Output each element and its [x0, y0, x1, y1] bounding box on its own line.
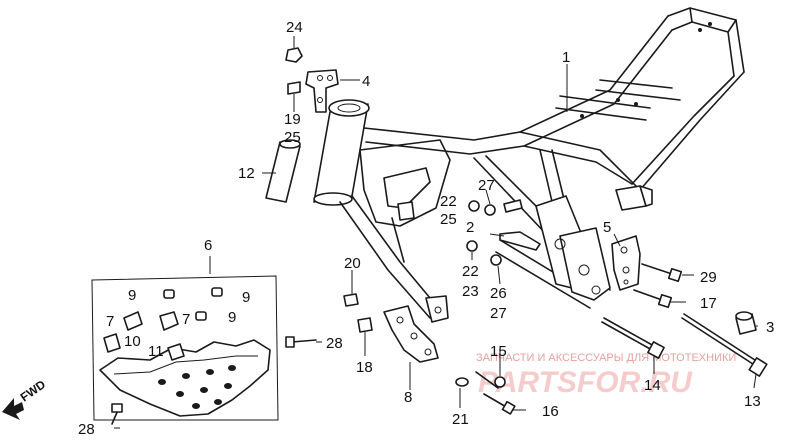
callout-12: 12 — [238, 165, 255, 182]
callout-19: 19 — [284, 111, 301, 128]
watermark-caption: ЗАПЧАСТИ И АКСЕССУАРЫ ДЛЯ МОТОТЕХНИКИ — [476, 352, 736, 364]
callout-4: 4 — [362, 73, 370, 90]
leader-lines — [114, 36, 758, 429]
callout-21: 21 — [452, 411, 469, 428]
callout-6: 6 — [204, 237, 212, 254]
callout-10: 10 — [124, 333, 141, 350]
callouts: 1 2 3 4 5 6 7 7 8 9 9 9 10 11 12 13 14 1… — [78, 19, 774, 438]
callout-5: 5 — [603, 219, 611, 236]
callout-9b: 9 — [242, 289, 250, 306]
callout-2: 2 — [466, 219, 474, 236]
callout-22a: 22 — [440, 193, 457, 210]
callout-26: 26 — [490, 285, 507, 302]
callout-24: 24 — [286, 19, 303, 36]
watermark-logo: PARTSFOR.RU — [478, 366, 693, 399]
callout-25b: 25 — [440, 211, 457, 228]
skid-plate-assembly — [91, 275, 279, 425]
callout-27b: 27 — [490, 305, 507, 322]
callout-23: 23 — [462, 283, 479, 300]
callout-8: 8 — [404, 389, 412, 406]
callout-15: 15 — [490, 343, 507, 360]
callout-3: 3 — [766, 319, 774, 336]
callout-28a: 28 — [326, 335, 343, 352]
sleeve-12 — [265, 139, 301, 203]
callout-9c: 9 — [228, 309, 236, 326]
callout-11: 11 — [148, 343, 164, 360]
callout-13: 13 — [744, 393, 761, 410]
hardware — [285, 47, 768, 415]
callout-17: 17 — [700, 295, 717, 312]
fwd-label: FWD — [18, 377, 49, 404]
callout-29: 29 — [700, 269, 717, 286]
callout-27a: 27 — [478, 177, 495, 194]
callout-16: 16 — [542, 403, 559, 420]
main-frame — [313, 7, 745, 323]
callout-25a: 25 — [284, 129, 301, 146]
bracket-5 — [611, 235, 641, 291]
fwd-arrow: FWD — [2, 377, 48, 420]
callout-9a: 9 — [128, 287, 136, 304]
callout-14: 14 — [644, 377, 661, 394]
callout-22b: 22 — [462, 263, 479, 280]
callout-28b: 28 — [78, 421, 95, 438]
callout-7b: 7 — [182, 311, 190, 328]
watermark: PARTSFOR.RU ЗАПЧАСТИ И АКСЕССУАРЫ ДЛЯ МО… — [476, 352, 736, 399]
callout-7a: 7 — [106, 313, 114, 330]
bracket-4 — [305, 69, 339, 113]
callout-20: 20 — [344, 255, 361, 272]
callout-1: 1 — [562, 49, 570, 66]
callout-18: 18 — [356, 359, 373, 376]
